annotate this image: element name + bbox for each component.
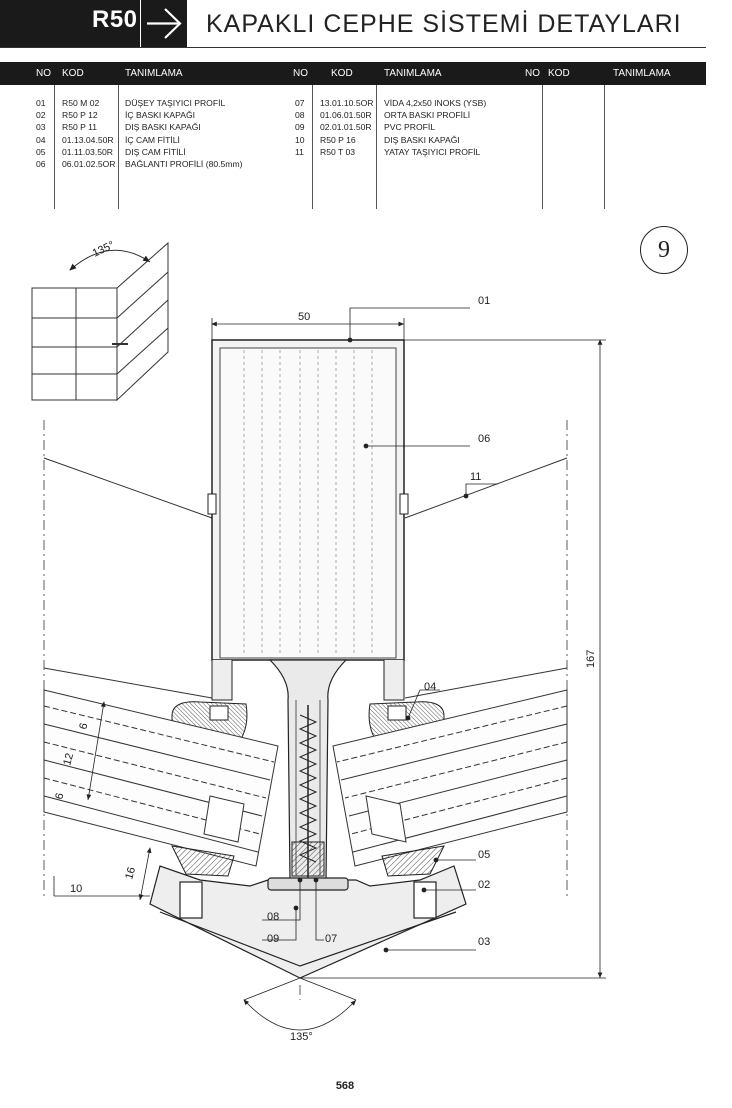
callout-03: 03 (478, 936, 490, 948)
column-divider (542, 85, 543, 209)
row-no: 05 (36, 147, 46, 157)
callout-08: 08 (267, 911, 279, 923)
right-glass-unit (332, 689, 568, 867)
row-desc: VİDA 4,2x50 INOKS (YSB) (384, 98, 487, 108)
row-code: 13.01.10.5OR (320, 98, 374, 108)
th-code-3: KOD (548, 68, 570, 79)
row-code: 01.13.04.50R (62, 135, 114, 145)
transom-profiles (43, 457, 568, 699)
th-desc-3: TANIMLAMA (613, 68, 671, 79)
angle-bottom-label: 135° (290, 1031, 313, 1043)
row-no: 01 (36, 98, 46, 108)
dim-6a: 6 (77, 722, 90, 731)
outer-gaskets (171, 845, 445, 877)
row-no: 06 (36, 159, 46, 169)
dim-10: 10 (70, 883, 82, 895)
th-code-2: KOD (331, 68, 353, 79)
callout-06: 06 (478, 433, 490, 445)
row-desc: ORTA BASKI PROFİLİ (384, 110, 471, 120)
row-no: 11 (295, 147, 304, 157)
row-desc: İÇ CAM FİTİLİ (125, 135, 180, 145)
pressure-plate (291, 841, 325, 877)
series-badge (0, 0, 140, 47)
row-code: 01.11.03.50R (62, 147, 113, 157)
right-arrow-icon (147, 8, 182, 39)
row-no: 02 (36, 110, 46, 120)
key-plan-sketch (31, 241, 169, 402)
row-desc: DIŞ CAM FİTİLİ (125, 147, 186, 157)
arrow-box (141, 0, 187, 47)
page-number: 568 (335, 1080, 355, 1092)
outer-cover-cap (149, 865, 467, 979)
center-lines (43, 420, 568, 1000)
row-no: 04 (36, 135, 46, 145)
detail-number-badge: 9 (640, 226, 688, 274)
column-divider (376, 85, 377, 209)
th-no-1: NO (36, 68, 51, 79)
callout-leaders (262, 307, 498, 953)
callout-01: 01 (478, 295, 490, 307)
dim-height: 167 (585, 650, 597, 668)
callout-11: 11 (470, 471, 481, 483)
callout-02: 02 (478, 879, 490, 891)
row-code: R50 M 02 (62, 98, 100, 108)
row-code: 02.01.01.50R (320, 122, 372, 132)
th-no-2: NO (293, 68, 308, 79)
row-code: R50 T 03 (320, 147, 356, 157)
table-header-bar (0, 62, 706, 85)
row-no: 10 (295, 135, 305, 145)
th-desc-1: TANIMLAMA (125, 68, 183, 79)
row-no: 07 (295, 98, 305, 108)
dim-12: 12 (61, 752, 76, 767)
callout-09: 09 (267, 933, 279, 945)
column-divider (604, 85, 605, 209)
row-desc: PVC PROFİL (384, 122, 436, 132)
callout-05: 05 (478, 849, 490, 861)
row-code: R50 P 11 (62, 122, 98, 132)
angle-top-label: 135° (91, 239, 117, 259)
row-no: 08 (295, 110, 305, 120)
column-divider (54, 85, 55, 209)
row-desc: YATAY TAŞIYICI PROFİL (384, 147, 481, 157)
dim-6b: 6 (53, 792, 66, 801)
row-desc: DIŞ BASKI KAPAĞI (125, 122, 201, 132)
row-no: 09 (295, 122, 305, 132)
dim-16: 16 (123, 866, 138, 881)
th-desc-2: TANIMLAMA (384, 68, 442, 79)
row-desc: İÇ BASKI KAPAĞI (125, 110, 196, 120)
row-code: 01.06.01.50R (320, 110, 372, 120)
dim-width: 50 (298, 311, 310, 323)
row-no: 03 (36, 122, 46, 132)
row-code: R50 P 16 (320, 135, 356, 145)
th-code-1: KOD (62, 68, 84, 79)
row-desc: DÜŞEY TAŞIYICI PROFİL (125, 98, 226, 108)
row-desc: DIŞ BASKI KAPAĞI (384, 135, 460, 145)
page-title: KAPAKLI CEPHE SİSTEMİ DETAYLARI (206, 10, 682, 38)
row-code: R50 P 12 (62, 110, 98, 120)
row-code: 06.01.02.5OR (62, 159, 116, 169)
header-rule (0, 47, 706, 48)
callout-07: 07 (325, 933, 337, 945)
callout-04: 04 (424, 681, 436, 693)
th-no-3: NO (525, 68, 540, 79)
dimension-lines (53, 318, 606, 1031)
row-desc: BAĞLANTI PROFİLİ (80.5mm) (125, 159, 243, 169)
technical-drawing: 135° (31, 239, 606, 1043)
series-code: R50 (92, 6, 138, 33)
column-divider (312, 85, 313, 209)
column-divider (118, 85, 119, 209)
